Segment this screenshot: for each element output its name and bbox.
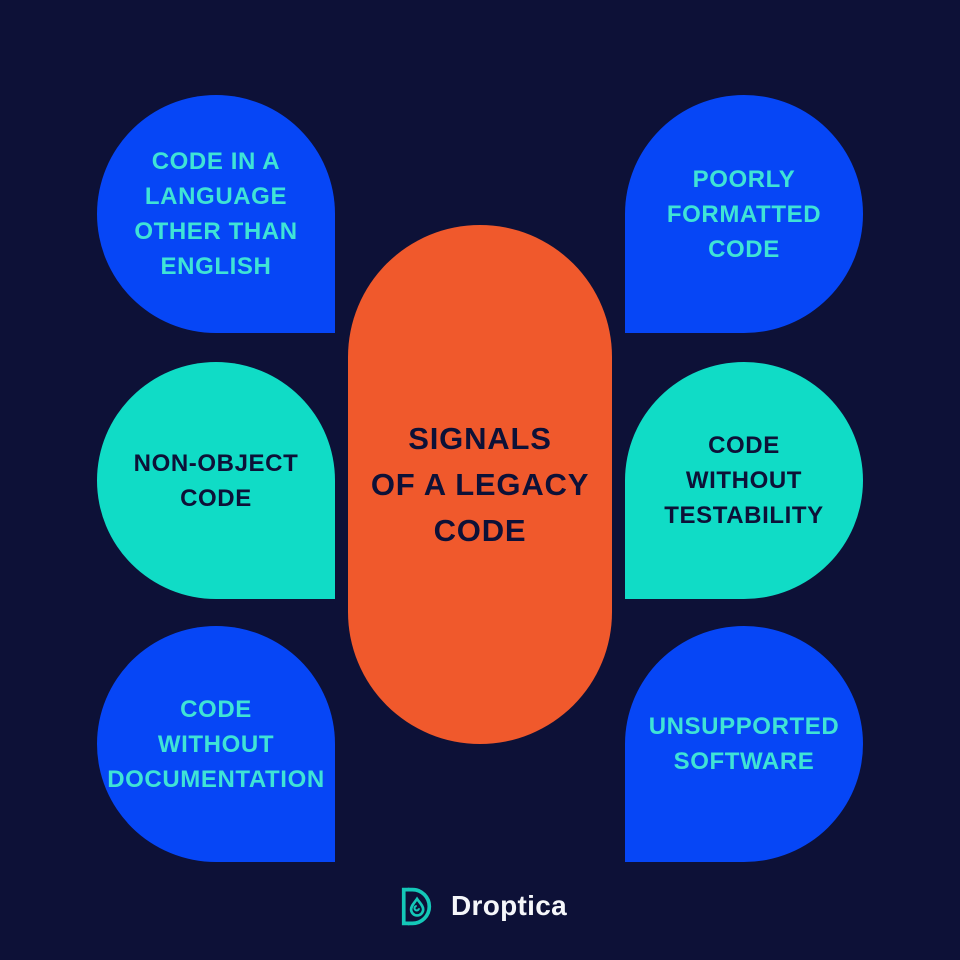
brand-footer: Droptica	[0, 881, 960, 931]
signal-label-unsupported: UNSUPPORTED SOFTWARE	[648, 713, 840, 775]
page-title: SIGNALS OF A LEGACY CODE	[370, 420, 590, 548]
brand-name: Droptica	[451, 890, 567, 921]
center-title-capsule: SIGNALS OF A LEGACY CODE	[348, 225, 612, 744]
signal-bubble-poorly-formatted: POORLY FORMATTED CODE	[625, 95, 863, 333]
signal-label-poorly-formatted: POORLY FORMATTED CODE	[666, 165, 822, 263]
signal-bubble-code-language: CODE IN A LANGUAGE OTHER THAN ENGLISH	[97, 95, 335, 333]
signal-label-non-object: NON-OBJECT CODE	[133, 449, 299, 512]
signal-label-testability: CODE WITHOUT TESTABILITY	[664, 432, 824, 529]
signal-bubble-documentation: CODE WITHOUT DOCUMENTATION	[97, 626, 335, 862]
signal-bubble-testability: CODE WITHOUT TESTABILITY	[625, 362, 863, 599]
droptica-drop-icon	[401, 887, 432, 925]
signal-bubble-non-object: NON-OBJECT CODE	[97, 362, 335, 599]
signal-label-documentation: CODE WITHOUT DOCUMENTATION	[107, 695, 325, 793]
signal-bubble-unsupported: UNSUPPORTED SOFTWARE	[625, 626, 863, 862]
signal-label-code-language: CODE IN A LANGUAGE OTHER THAN ENGLISH	[134, 148, 298, 280]
